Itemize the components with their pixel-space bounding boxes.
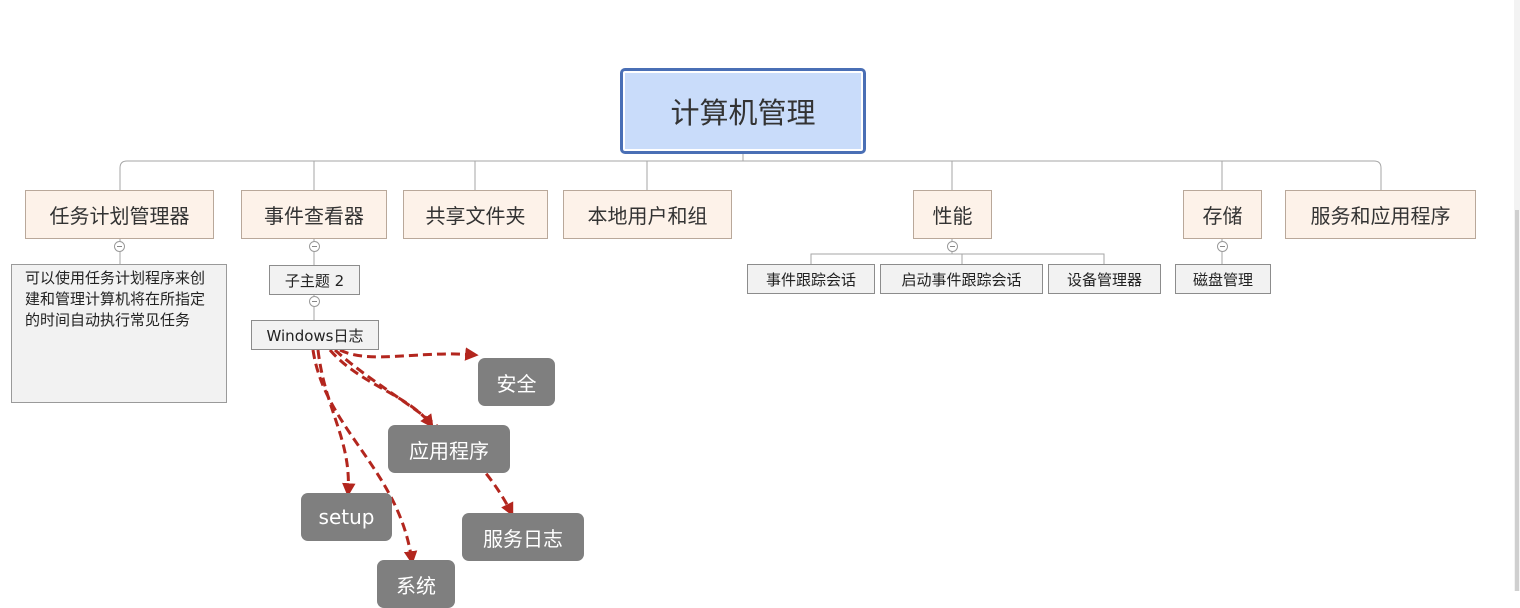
log-service[interactable]: 服务日志 (462, 513, 584, 561)
perf-startup-trace-sessions[interactable]: 启动事件跟踪会话 (880, 264, 1043, 294)
collapse-toggle-icon[interactable] (309, 296, 320, 307)
task-scheduler-note[interactable]: 可以使用任务计划程序来创建和管理计算机将在所指定的时间自动执行常见任务 (11, 264, 227, 403)
log-setup[interactable]: setup (301, 493, 392, 541)
branch-storage[interactable]: 存储 (1183, 190, 1262, 239)
arrow-to-application (328, 349, 434, 429)
branch-task-scheduler[interactable]: 任务计划管理器 (25, 190, 214, 239)
log-arrows (311, 347, 514, 565)
log-security[interactable]: 安全 (478, 358, 555, 406)
arrow-to-setup (316, 349, 356, 497)
subtopic-2[interactable]: 子主题 2 (269, 265, 360, 295)
storage-disk-management[interactable]: 磁盘管理 (1175, 264, 1271, 294)
perf-device-manager[interactable]: 设备管理器 (1048, 264, 1161, 294)
windows-logs-node[interactable]: Windows日志 (251, 320, 379, 350)
connector-layer (119, 154, 1382, 565)
arrow-to-security (339, 347, 479, 361)
branch-local-users[interactable]: 本地用户和组 (563, 190, 732, 239)
branch-services-apps[interactable]: 服务和应用程序 (1285, 190, 1476, 239)
arrow-to-service-log (333, 348, 514, 517)
root-topic[interactable]: 计算机管理 (620, 68, 866, 154)
perf-event-trace-sessions[interactable]: 事件跟踪会话 (747, 264, 875, 294)
collapse-toggle-icon[interactable] (947, 241, 958, 252)
vertical-scrollbar[interactable] (1514, 0, 1520, 591)
arrow-to-system (311, 349, 418, 565)
log-system[interactable]: 系统 (377, 560, 455, 608)
log-application[interactable]: 应用程序 (388, 425, 510, 473)
branch-performance[interactable]: 性能 (913, 190, 992, 239)
collapse-toggle-icon[interactable] (1217, 241, 1228, 252)
branch-event-viewer[interactable]: 事件查看器 (241, 190, 387, 239)
collapse-toggle-icon[interactable] (114, 241, 125, 252)
collapse-toggle-icon[interactable] (309, 241, 320, 252)
branch-shared-folders[interactable]: 共享文件夹 (403, 190, 548, 239)
scrollbar-thumb[interactable] (1515, 210, 1519, 591)
